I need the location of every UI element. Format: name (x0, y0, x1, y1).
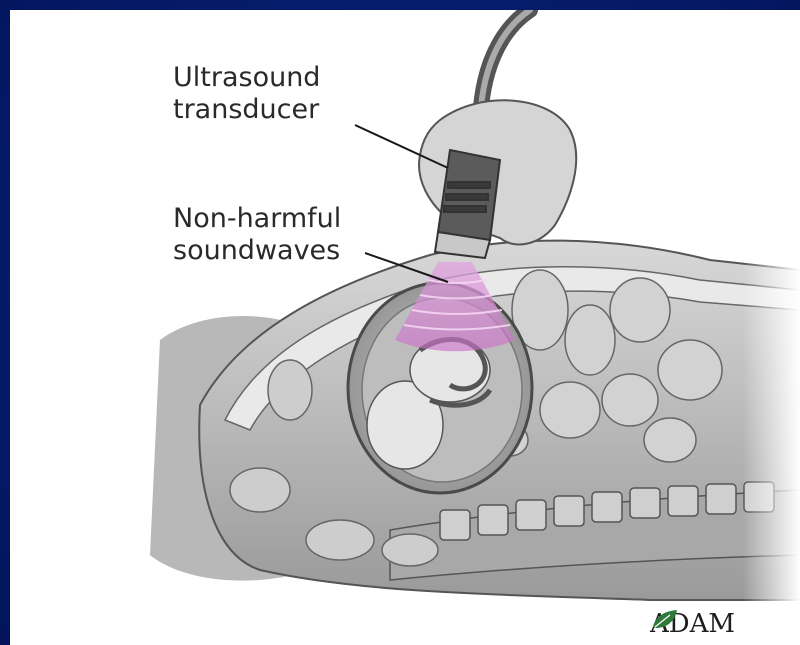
adam-logo: ADAM (650, 607, 800, 641)
illustration-panel: Ultrasound transducer Non-harmful soundw… (10, 10, 800, 645)
transducer-label-line1: Ultrasound (173, 62, 320, 94)
anatomy-illustration (10, 10, 800, 645)
soundwaves-label-line1: Non-harmful (173, 203, 341, 235)
soundwaves-label: Non-harmful soundwaves (173, 203, 341, 267)
leaf-icon (650, 607, 680, 631)
transducer-label-line2: transducer (173, 94, 320, 126)
soundwaves-label-line2: soundwaves (173, 235, 341, 267)
transducer-label: Ultrasound transducer (173, 62, 320, 126)
